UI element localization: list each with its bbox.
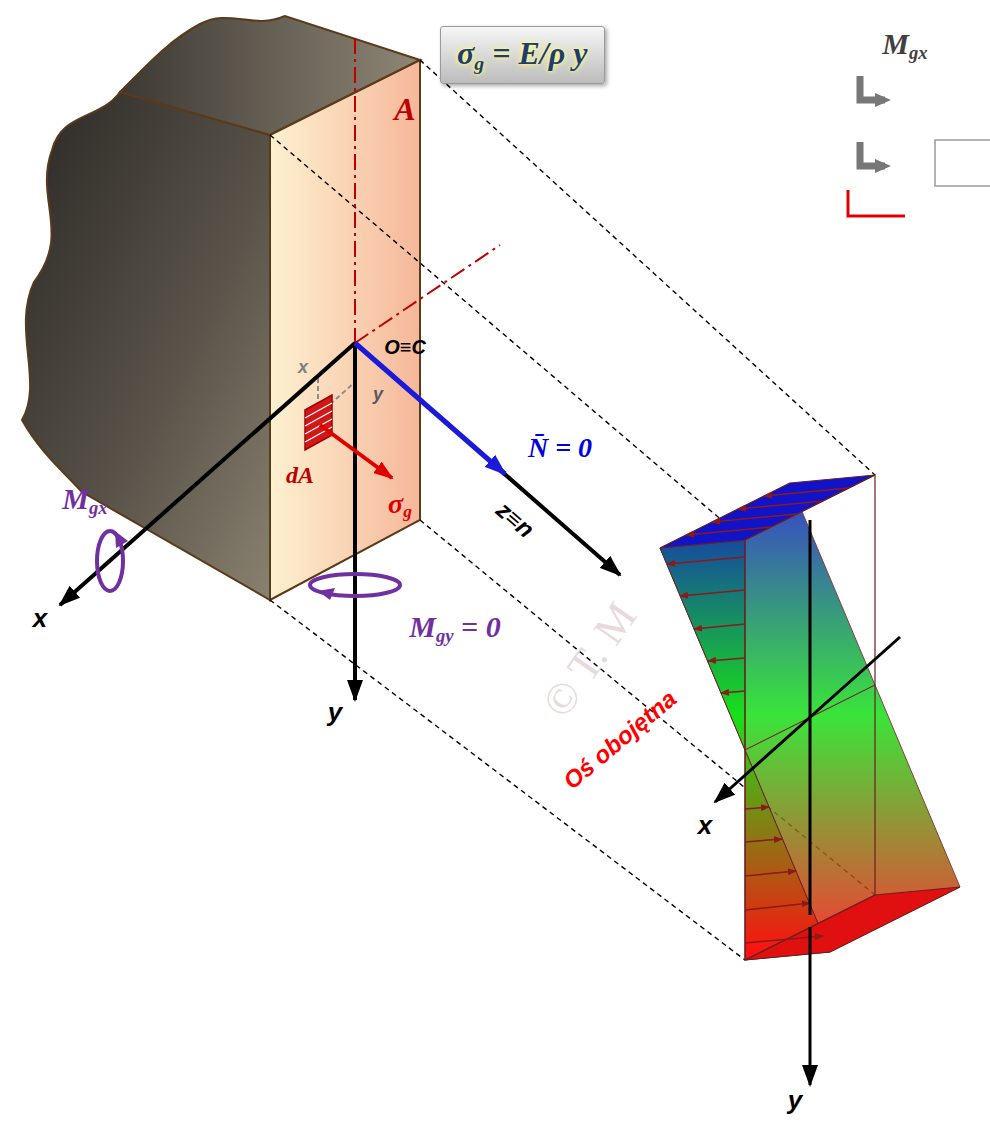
coordinate-label: x	[298, 358, 308, 378]
axis-label: y	[328, 698, 342, 727]
axis-label: x	[33, 604, 47, 633]
moment-mgx-symbol	[97, 531, 128, 591]
stress-label: σg	[388, 489, 412, 522]
area-element	[305, 395, 332, 450]
y-axis	[353, 343, 357, 700]
stress-distribution	[660, 475, 960, 960]
y-axis-right	[809, 927, 812, 1085]
flow-arrows	[848, 76, 990, 216]
axis-label: z≡n	[491, 497, 539, 544]
force-label: N̄ = 0	[528, 433, 592, 464]
x-axis	[60, 343, 355, 605]
cross-section-face	[270, 60, 420, 600]
area-label: A	[394, 92, 415, 127]
moment-label: Mgx	[62, 482, 107, 519]
x-axis-right	[715, 637, 900, 802]
beam-side-face	[22, 92, 270, 600]
watermark: © T. M	[533, 594, 646, 727]
formula-text: σg = E/ρ y	[457, 35, 587, 74]
moment-label: Mgx	[882, 27, 927, 64]
coordinate-label: y	[373, 385, 383, 405]
formula-box: σg = E/ρ y	[440, 26, 605, 84]
axis-label: x	[698, 811, 712, 840]
moment-label: Mgy = 0	[409, 610, 500, 647]
stress-arrow	[320, 425, 392, 478]
axis-label: y	[788, 1086, 802, 1115]
moment-mgy-symbol	[310, 574, 400, 600]
normal-force-arrow	[355, 343, 505, 474]
point-label: O≡C	[384, 336, 426, 358]
element-label: dA	[286, 462, 314, 488]
